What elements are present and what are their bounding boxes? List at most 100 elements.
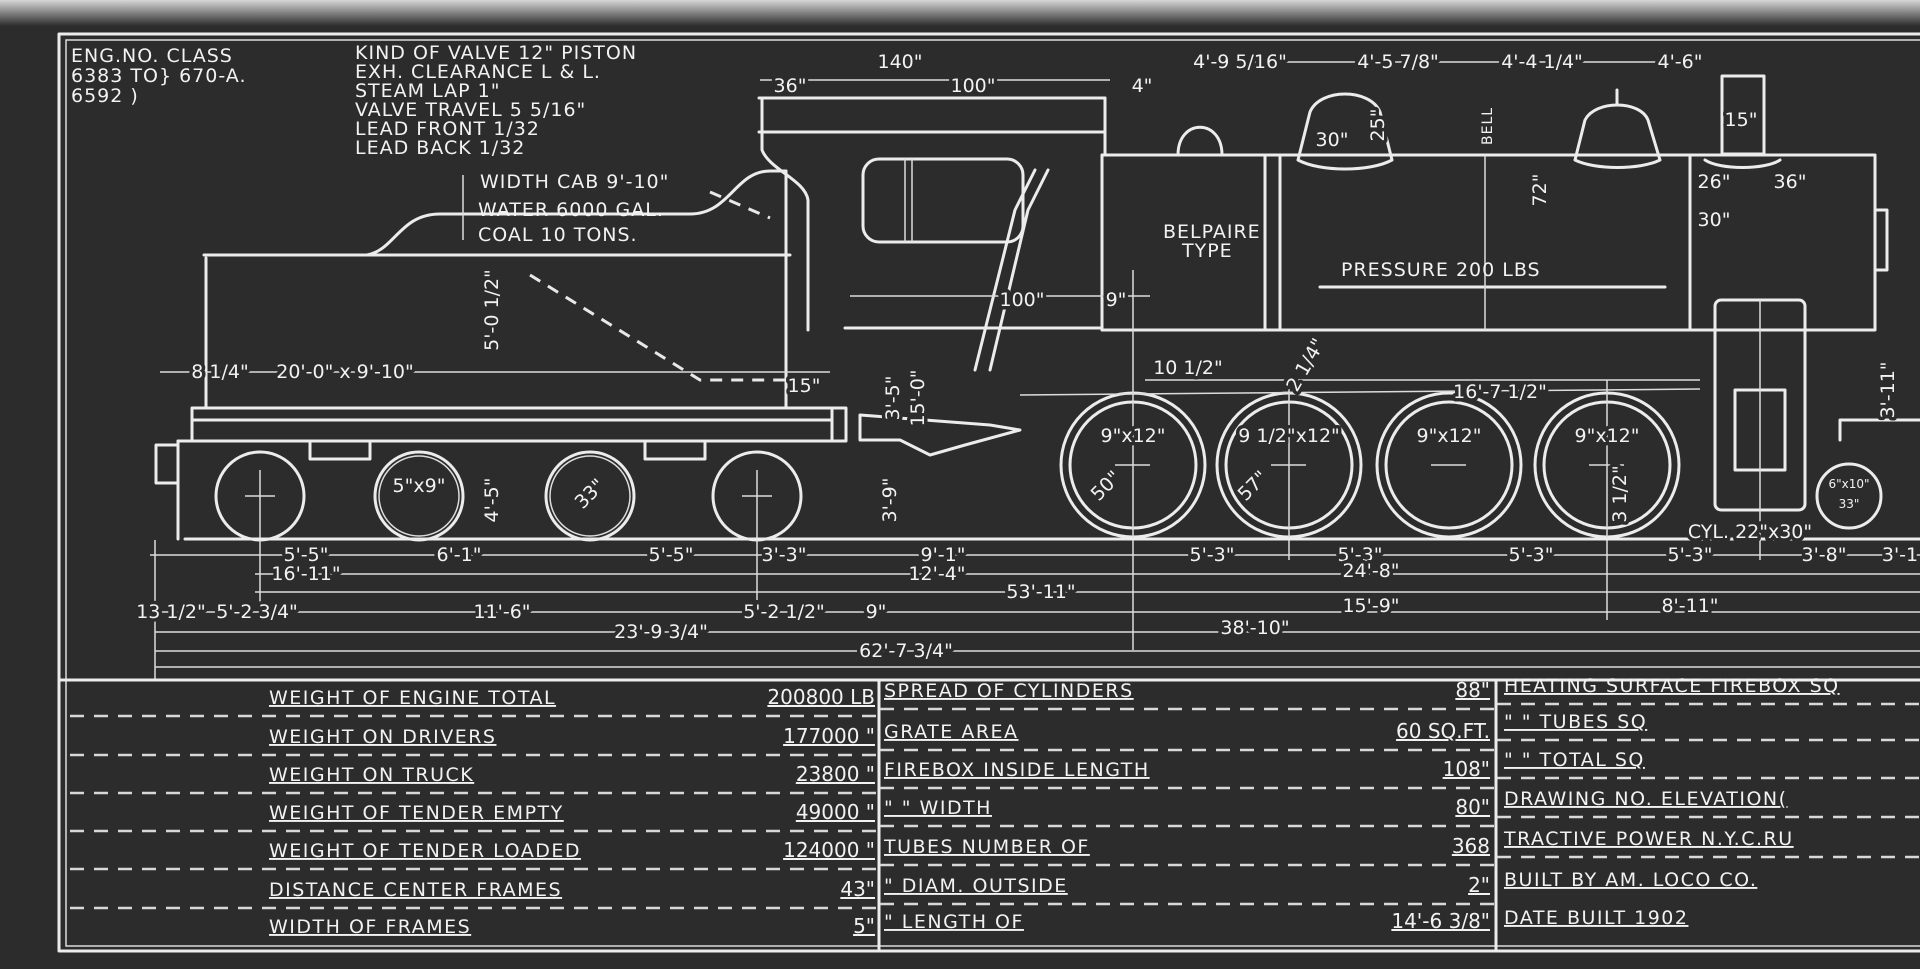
spec-label: WIDTH OF FRAMES (269, 916, 471, 938)
dimension-label: 30" (1316, 129, 1349, 151)
dimension-label: 9" (1106, 289, 1127, 311)
spec-label: HEATING SURFACE FIREBOX SQ (1504, 675, 1840, 697)
engine-number-range: 6383 TO} 670-A. (71, 65, 247, 87)
engine-number-end: 6592 ) (71, 85, 139, 107)
dimension-label: 6'-1" (437, 544, 482, 566)
spec-label: " " TOTAL SQ (1504, 749, 1645, 771)
dimension-label: 5'-3" (1668, 544, 1713, 566)
dimension-lines (150, 61, 1920, 680)
dimension-label: 3'-1 (1882, 544, 1918, 566)
boiler (1100, 74, 1920, 560)
dimension-label: 8 1/4" (191, 361, 248, 383)
spec-label: GRATE AREA (884, 721, 1019, 743)
spec-label: WEIGHT OF TENDER LOADED (269, 840, 581, 862)
lead-front: LEAD FRONT 1/32 (355, 118, 540, 140)
cab (757, 96, 1107, 457)
spec-label: TRACTIVE POWER N.Y.C.RU (1503, 828, 1794, 850)
dimension-label: 9" (866, 601, 887, 623)
spec-label: " DIAM. OUTSIDE (884, 875, 1068, 897)
dimension-label: 5'-3" (1338, 544, 1383, 566)
drawing-border (57, 32, 1920, 953)
spec-value: 23800 " (796, 762, 875, 786)
spec-value: 2" (1468, 873, 1490, 897)
dimension-label: 6"x10" (1828, 477, 1869, 491)
valve-travel: VALVE TRAVEL 5 5/16" (355, 99, 586, 121)
spec-value: 177000 " (783, 724, 875, 748)
spec-label: DRAWING NO. ELEVATION( (1504, 788, 1788, 810)
dimension-label: 36" (774, 75, 807, 97)
steam-dome (1176, 125, 1224, 157)
dimension-label: 72" (1529, 174, 1551, 207)
driving-wheels (1059, 270, 1883, 650)
dimension-label: 12'-4" (908, 563, 965, 585)
dimension-label: 36" (1774, 171, 1807, 193)
dimension-label: CYL. 22"x30" (1688, 521, 1812, 543)
spec-value: 43" (840, 877, 875, 901)
engine-number-block: ENG.NO. CLASS 6383 TO} 670-A. 6592 ) (71, 45, 247, 107)
dimension-label: 23'-9 3/4" (614, 621, 708, 643)
firebox-type-label: BELPAIRE (1163, 221, 1261, 243)
dimension-label: 100" (950, 75, 995, 97)
dimension-label: 5'-2 3/4" (216, 601, 298, 623)
steam-lap: STEAM LAP 1" (355, 80, 500, 102)
dimension-label: 15'-9" (1342, 595, 1399, 617)
dimension-label: 4'-4 1/4" (1501, 51, 1583, 73)
dimension-label: 9"x12" (1417, 425, 1482, 447)
spec-label: " " WIDTH (884, 797, 992, 819)
dimension-label: 100" (999, 289, 1044, 311)
dimension-label: 11'-6" (473, 601, 530, 623)
dimension-label: 3'-8" (1802, 544, 1847, 566)
dimension-label: 5'-0 1/2" (481, 269, 503, 351)
dimension-label: 33" (1839, 497, 1860, 511)
dimension-label: 4" (1132, 75, 1153, 97)
dimension-label: 20'-0" x 9'-10" (276, 361, 414, 383)
spec-label: WEIGHT ON DRIVERS (269, 726, 496, 748)
spec-value: 49000 " (796, 800, 875, 824)
spec-value: 124000 " (783, 838, 875, 862)
dimension-label: 38'-10" (1220, 617, 1289, 639)
spec-label: DATE BUILT 1902 (1504, 907, 1688, 929)
dimension-label: 4'-5 7/8" (1357, 51, 1439, 73)
dimension-label: 30" (1698, 209, 1731, 231)
spec-label: DISTANCE CENTER FRAMES (269, 879, 562, 901)
driver-wheel (1059, 270, 1207, 650)
dimension-label: 5"x9" (393, 475, 446, 497)
dimension-label: 4'-5" (481, 478, 503, 523)
spec-value: 14'-6 3/8" (1391, 909, 1490, 933)
spec-label: WEIGHT OF ENGINE TOTAL (269, 687, 556, 709)
dimension-label: 9"x12" (1575, 425, 1640, 447)
dimension-label: 62'-7 3/4" (859, 640, 953, 662)
spec-value: 60 SQ.FT. (1396, 719, 1490, 743)
dimension-label: 3'-11" (1877, 361, 1899, 418)
tender: WIDTH CAB 9'-10" WATER 6000 GAL. COAL 10… (154, 169, 848, 620)
paper-top-edge (0, 0, 1920, 26)
dimension-labels: 140"36"100"4"4'-9 5/16"4'-5 7/8"4'-4 1/4… (133, 48, 1920, 666)
lead-back: LEAD BACK 1/32 (355, 137, 525, 159)
dimension-label: 3'-3" (762, 544, 807, 566)
spec-label: BUILT BY AM. LOCO CO. (1504, 869, 1757, 891)
misc-labels: BELPAIRE TYPE PRESSURE 200 LBS BELL (1163, 107, 1541, 281)
spec-value: 80" (1455, 795, 1490, 819)
bell-label: BELL (1480, 107, 1496, 145)
dimension-label: 24'-8" (1342, 560, 1399, 582)
coal-capacity: COAL 10 TONS. (478, 224, 638, 246)
spec-value: 88" (1455, 678, 1490, 702)
boiler-pressure: PRESSURE 200 LBS (1341, 259, 1541, 281)
exhaust-clearance: EXH. CLEARANCE L & L. (355, 61, 601, 83)
dimension-label: 9'-1" (921, 544, 966, 566)
dimension-label: 3 1/2" (1609, 465, 1631, 522)
firebox-type-label-2: TYPE (1181, 240, 1233, 262)
valve-specs-block: KIND OF VALVE 12" PISTON EXH. CLEARANCE … (355, 42, 637, 159)
dimension-label: 25" (1367, 109, 1389, 142)
spec-label: " LENGTH OF (884, 911, 1024, 933)
engine-class-heading: ENG.NO. CLASS (71, 45, 233, 67)
dimension-label: 9 1/2"x12" (1238, 425, 1340, 447)
dimension-label: 9"x12" (1101, 425, 1166, 447)
spec-label: FIREBOX INSIDE LENGTH (884, 759, 1150, 781)
dimension-label: 5'-3" (1509, 544, 1554, 566)
dimension-label: 26" (1698, 171, 1731, 193)
valve-kind: KIND OF VALVE 12" PISTON (355, 42, 637, 64)
dome-bell (1573, 103, 1662, 169)
